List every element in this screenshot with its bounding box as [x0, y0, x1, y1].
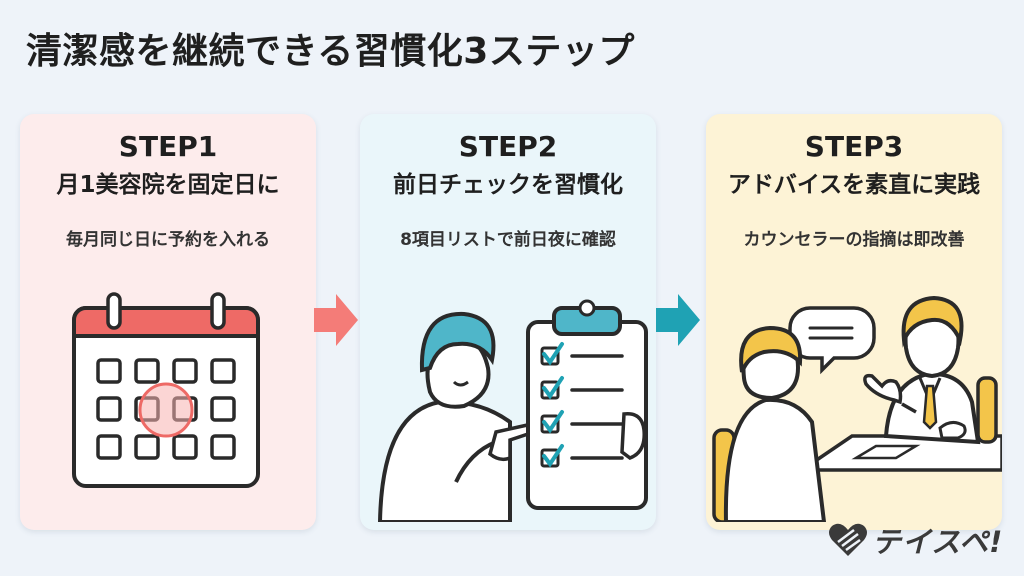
step-card-1: STEP1 月1美容院を固定日に 毎月同じ日に予約を入れる: [20, 114, 316, 530]
logo-text: テイスペ!: [872, 525, 1004, 559]
step-label: STEP1: [118, 130, 218, 163]
arrow-right-icon: [656, 294, 700, 346]
counseling-icon: [712, 295, 1002, 522]
step-card-2: STEP2 前日チェックを習慣化 8項目リストで前日夜に確認: [360, 114, 656, 530]
step-card-3: STEP3 アドバイスを素直に実践 カウンセラーの指摘は即改善: [706, 114, 1002, 530]
checklist-icon: [377, 299, 648, 522]
arrow-right-icon: [314, 294, 358, 346]
step-heading: 前日チェックを習慣化: [393, 172, 623, 198]
step-description: 8項目リストで前日夜に確認: [400, 230, 616, 250]
step-label: STEP3: [804, 130, 904, 163]
page-title: 清潔感を継続できる習慣化3ステップ: [26, 31, 635, 72]
step-label: STEP2: [458, 130, 558, 163]
step-description: カウンセラーの指摘は即改善: [743, 230, 965, 250]
step-heading: 月1美容院を固定日に: [56, 172, 280, 198]
site-logo: テイスペ!: [828, 520, 1003, 560]
heart-logo-icon: [829, 523, 867, 556]
step-heading: アドバイスを素直に実践: [727, 172, 981, 198]
calendar-icon: [72, 292, 260, 488]
step-description: 毎月同じ日に予約を入れる: [66, 230, 270, 250]
